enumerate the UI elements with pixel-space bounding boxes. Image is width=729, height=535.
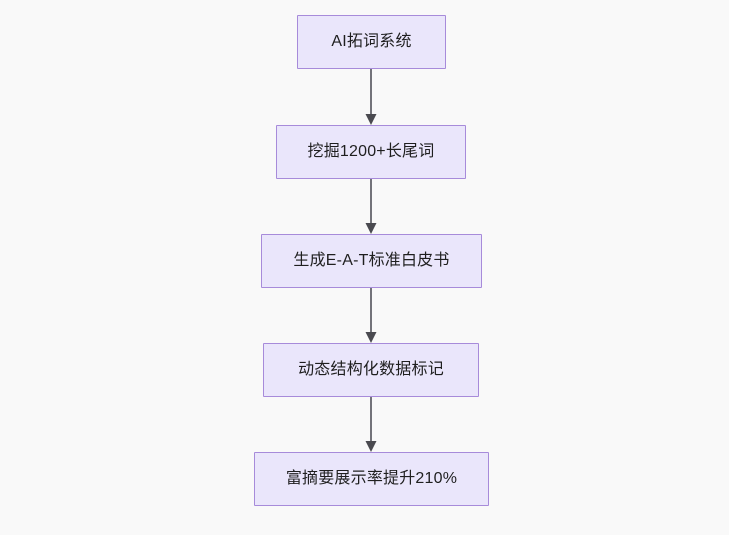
flow-node-dynamic-structured-data-markup[interactable]: 动态结构化数据标记 <box>263 343 479 397</box>
flow-node-label: 动态结构化数据标记 <box>298 361 444 379</box>
flow-node-rich-snippet-rate-increase[interactable]: 富摘要展示率提升210% <box>254 452 489 506</box>
flow-node-ai-keyword-system[interactable]: AI拓词系统 <box>297 15 446 69</box>
arrowhead-icon-2 <box>365 223 377 234</box>
arrowhead-icon-3 <box>365 332 377 343</box>
flow-node-label: 挖掘1200+长尾词 <box>307 143 435 161</box>
flow-node-mine-longtail-keywords[interactable]: 挖掘1200+长尾词 <box>276 125 466 179</box>
arrowhead-icon-1 <box>365 114 377 125</box>
flow-node-label: AI拓词系统 <box>331 33 412 51</box>
edge-n2-n3 <box>365 179 377 234</box>
flow-node-generate-eat-whitepaper[interactable]: 生成E-A-T标准白皮书 <box>261 234 482 288</box>
flow-node-label: 生成E-A-T标准白皮书 <box>293 252 450 270</box>
edge-n1-n2 <box>365 69 377 125</box>
edge-n3-n4 <box>365 288 377 343</box>
flow-node-label: 富摘要展示率提升210% <box>285 470 458 488</box>
arrowhead-icon-4 <box>365 441 377 452</box>
edge-n4-n5 <box>365 397 377 452</box>
